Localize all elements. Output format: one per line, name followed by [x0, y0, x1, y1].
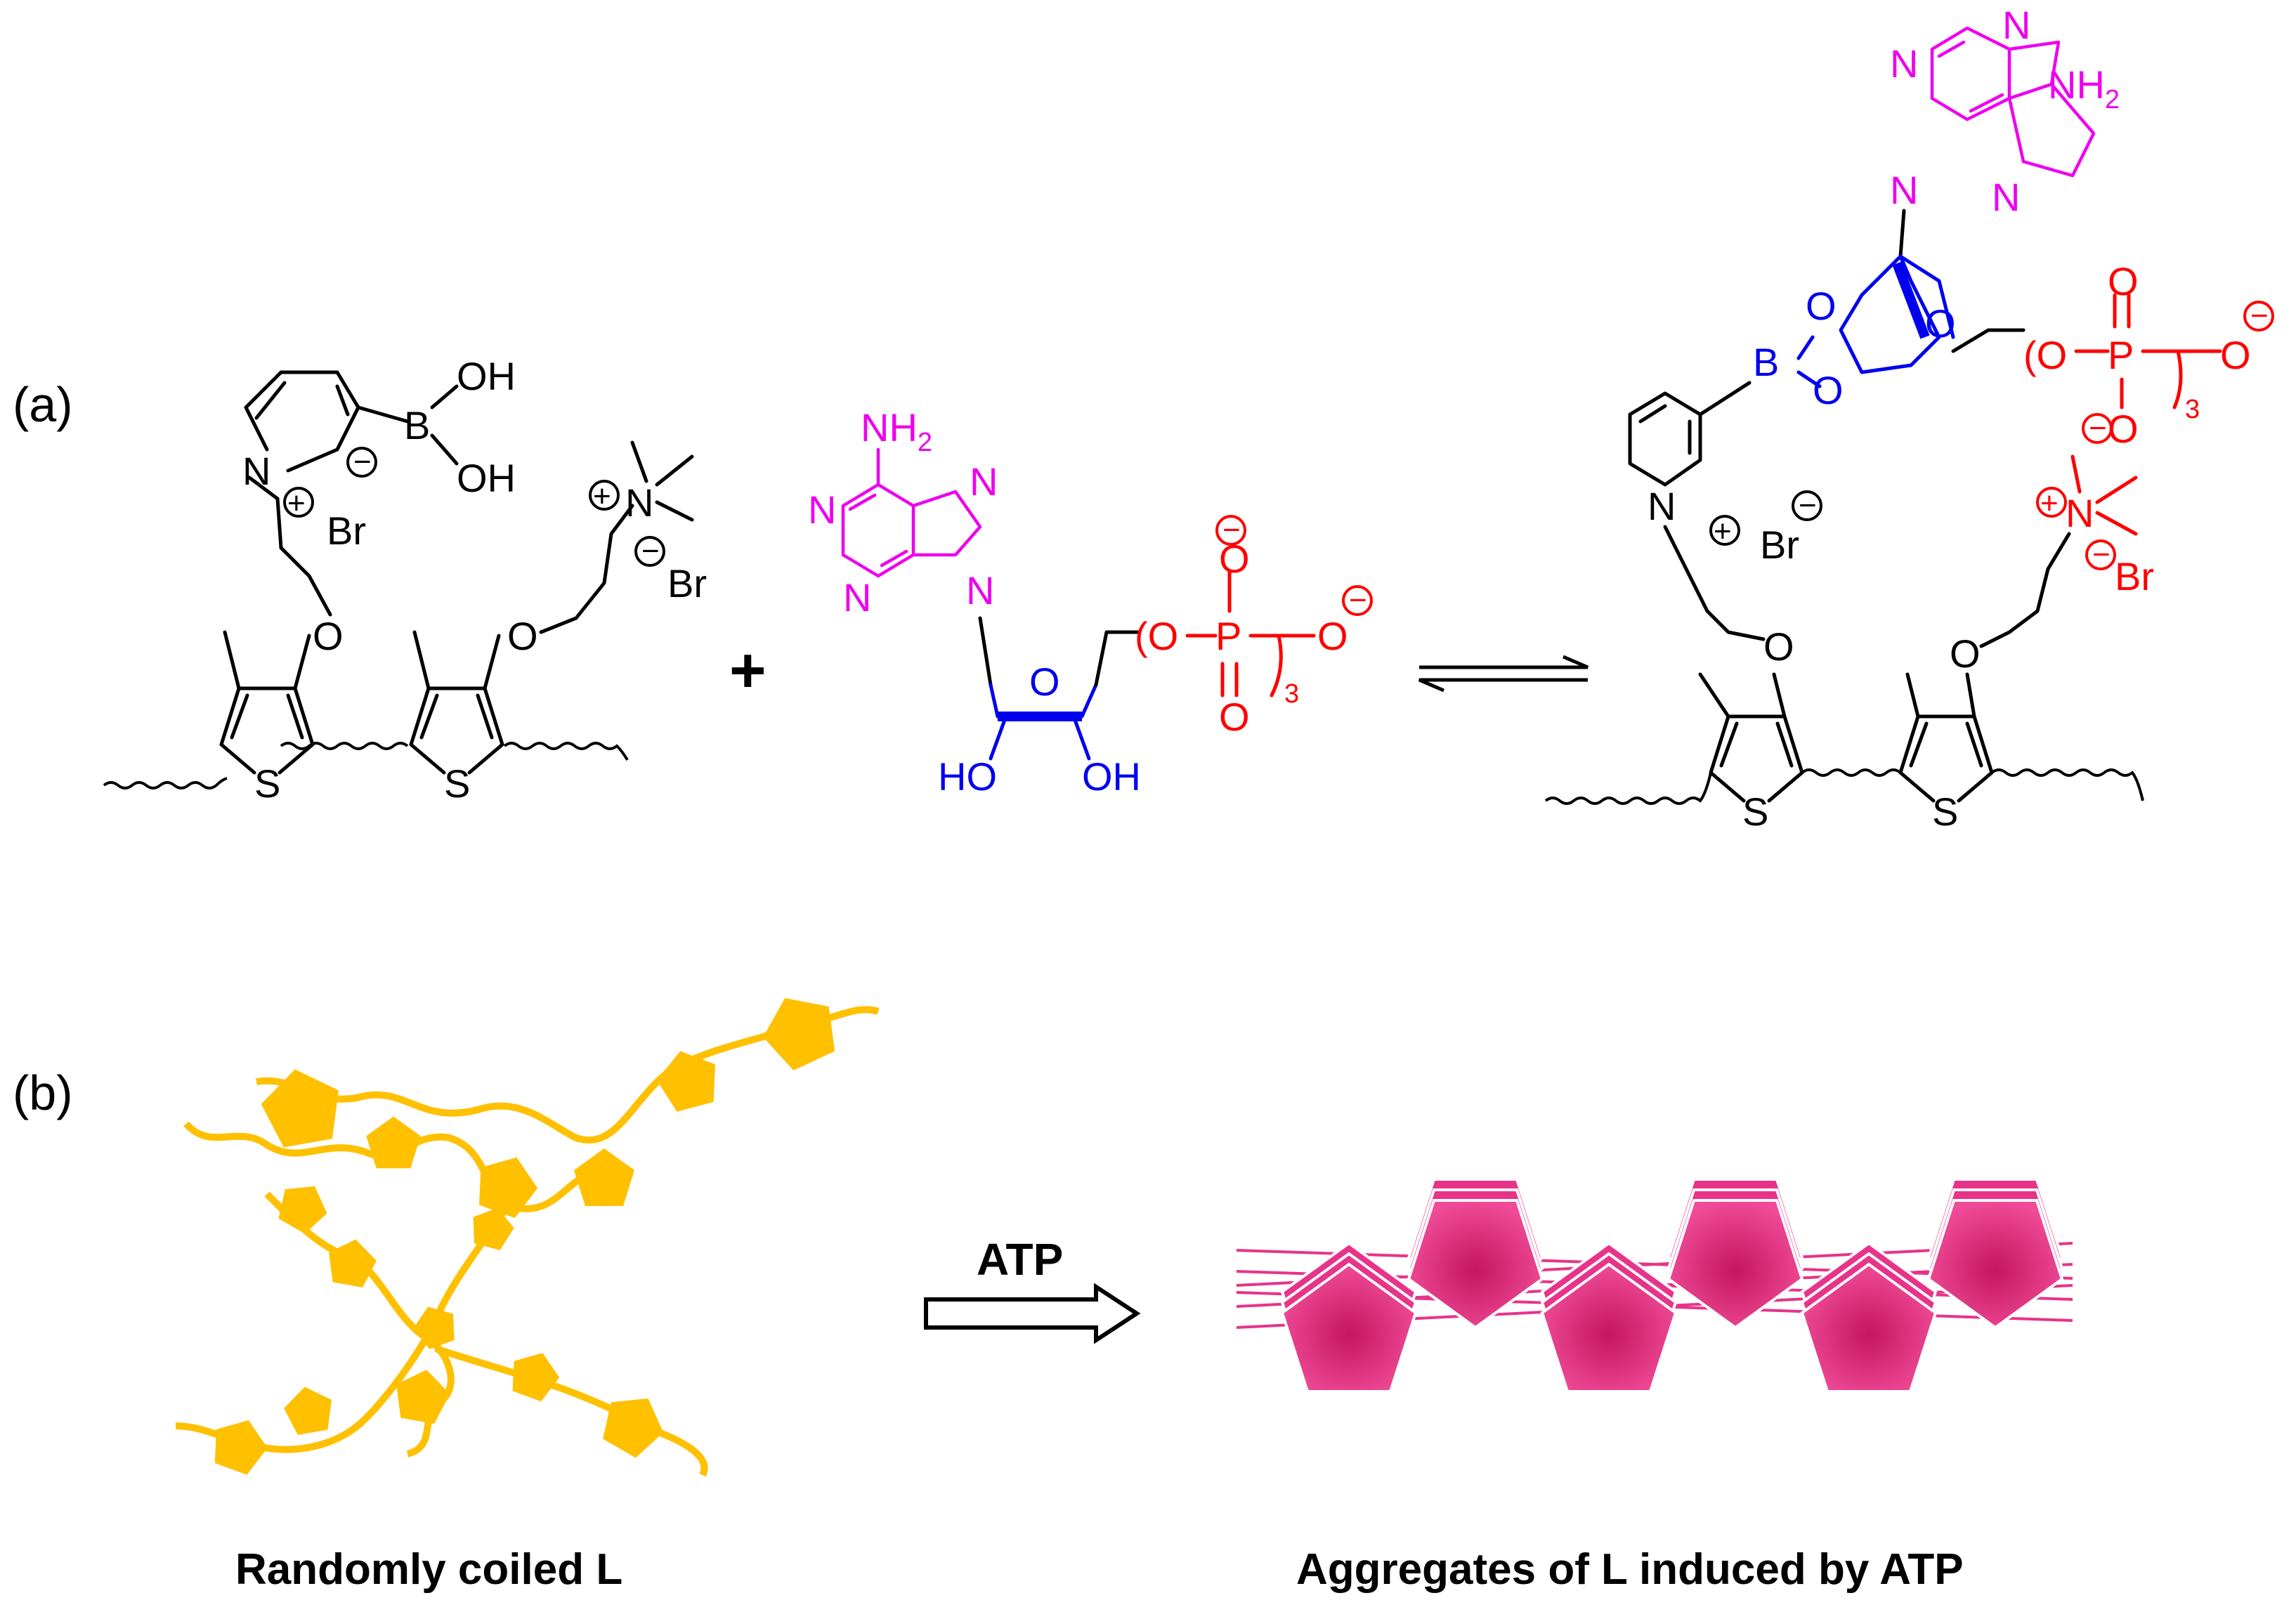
- product-oxygen-2: O: [1950, 631, 1981, 676]
- pyridinium-nitrogen-1: N: [242, 449, 270, 493]
- product-boron: B: [1753, 340, 1779, 384]
- arrow-label: ATP: [977, 1234, 1063, 1285]
- svg-text:−: −: [353, 445, 372, 479]
- product-pyridinium-nitrogen: N: [1648, 484, 1676, 528]
- backbone-wavy-left: [103, 777, 228, 789]
- ribose-ring-oxygen: O: [1925, 301, 1956, 346]
- pyridine-ring-1: [244, 370, 360, 473]
- phosphate-o-bottom: O: [1219, 695, 1250, 739]
- bromide-1: Br: [327, 509, 366, 553]
- ammonium-nitrogen-1: N: [625, 480, 653, 525]
- aggregated-chains: [1236, 1178, 2073, 1393]
- hydroxyl-right: OH: [1082, 754, 1141, 799]
- sulfur-1: S: [254, 761, 280, 806]
- svg-text:−: −: [1799, 488, 1817, 523]
- plus-sign: +: [729, 636, 767, 706]
- product-phosphate-o-top: O: [2108, 259, 2139, 303]
- boronate-oxygen-2: O: [1813, 368, 1844, 412]
- product-terminal-oxygen: O: [2220, 333, 2251, 377]
- svg-text:−: −: [1222, 513, 1241, 547]
- aggregate-pentagon: [1407, 1199, 1544, 1330]
- svg-text:−: −: [2092, 537, 2111, 572]
- aggregate-pentagon: [1800, 1262, 1938, 1393]
- polymer-reactant: S O N B OH OH + − Br S O N + − Br: [103, 354, 707, 806]
- triphosphate-subscript: 3: [1284, 679, 1299, 709]
- svg-text:−: −: [641, 534, 660, 568]
- equilibrium-arrows: [1418, 655, 1589, 693]
- product-adenine-n1: N: [1890, 41, 1918, 86]
- boronate-oxygen-1: O: [1806, 284, 1837, 328]
- backbone-wavy-right: [503, 742, 629, 761]
- adenine-amine: NH2: [861, 405, 932, 457]
- product-pyridine-ring: [1628, 391, 1702, 487]
- product-phosphate-open: (O: [2023, 333, 2067, 377]
- aggregate-pentagon: [1280, 1262, 1418, 1393]
- svg-text:−: −: [2089, 411, 2107, 445]
- phosphate-open: (O: [1135, 614, 1178, 658]
- ribose-oxygen: O: [1029, 660, 1060, 704]
- product-sulfur-1: S: [1742, 789, 1768, 834]
- product-sulfur-2: S: [1932, 789, 1958, 834]
- boron-1: B: [404, 403, 430, 447]
- boronic-oh-bottom: OH: [457, 456, 516, 500]
- product-ammonium-nitrogen: N: [2066, 491, 2094, 535]
- polymer-atp-complex: N N NH2 N N O O O B (O P O O − 3 O − N: [1544, 3, 2274, 834]
- atp-reaction-arrow: ATP: [924, 1234, 1141, 1344]
- svg-text:−: −: [2250, 299, 2269, 333]
- aggregate-pentagon: [1666, 1199, 1804, 1330]
- backbone-wavy-mid: [280, 742, 409, 750]
- svg-text:+: +: [1714, 514, 1732, 549]
- product-adenine-n3: N: [2002, 3, 2030, 47]
- adenine-n1: N: [808, 487, 836, 532]
- product-adenine-n7: N: [1992, 175, 2020, 219]
- boronic-oh-top: OH: [457, 354, 516, 398]
- bromide-2: Br: [667, 561, 707, 605]
- svg-text:+: +: [2040, 486, 2059, 520]
- hydroxyl-left: HO: [938, 754, 997, 799]
- adenine-n9: N: [966, 568, 994, 612]
- terminal-oxygen: O: [1317, 614, 1348, 658]
- caption-random-coil: Randomly coiled L: [235, 1545, 622, 1594]
- adenine-n7: N: [970, 459, 998, 504]
- product-oxygen-1: O: [1763, 624, 1794, 669]
- product-adenine-amine: NH2: [2048, 63, 2120, 114]
- aggregate-pentagon: [1926, 1199, 2064, 1330]
- svg-text:+: +: [593, 479, 611, 513]
- product-bromide-2: Br: [2115, 554, 2154, 598]
- sulfur-2: S: [444, 761, 470, 806]
- product-adenine-n9: N: [1890, 168, 1918, 212]
- aggregate-pentagon: [1540, 1262, 1678, 1393]
- svg-text:−: −: [1349, 583, 1367, 617]
- oxygen-1: O: [313, 614, 344, 658]
- product-phosphate-o-bottom: O: [2108, 407, 2139, 451]
- product-triphosphate-subscript: 3: [2185, 395, 2200, 424]
- svg-text:+: +: [287, 486, 306, 520]
- product-phosphorus: P: [2108, 333, 2134, 377]
- panel-label-b: (b): [13, 1066, 73, 1120]
- caption-aggregates: Aggregates of L induced by ATP: [1296, 1545, 1964, 1594]
- product-bromide-1: Br: [1760, 523, 1799, 567]
- adenine-n3: N: [843, 575, 871, 620]
- panel-label-a: (a): [13, 377, 73, 432]
- oxygen-2: O: [507, 614, 538, 658]
- atp-molecule: NH2 N N N N O HO OH (O P O O − 3 O −: [808, 405, 1373, 799]
- random-coil-chains: [175, 983, 880, 1479]
- phosphorus-1: P: [1215, 614, 1241, 658]
